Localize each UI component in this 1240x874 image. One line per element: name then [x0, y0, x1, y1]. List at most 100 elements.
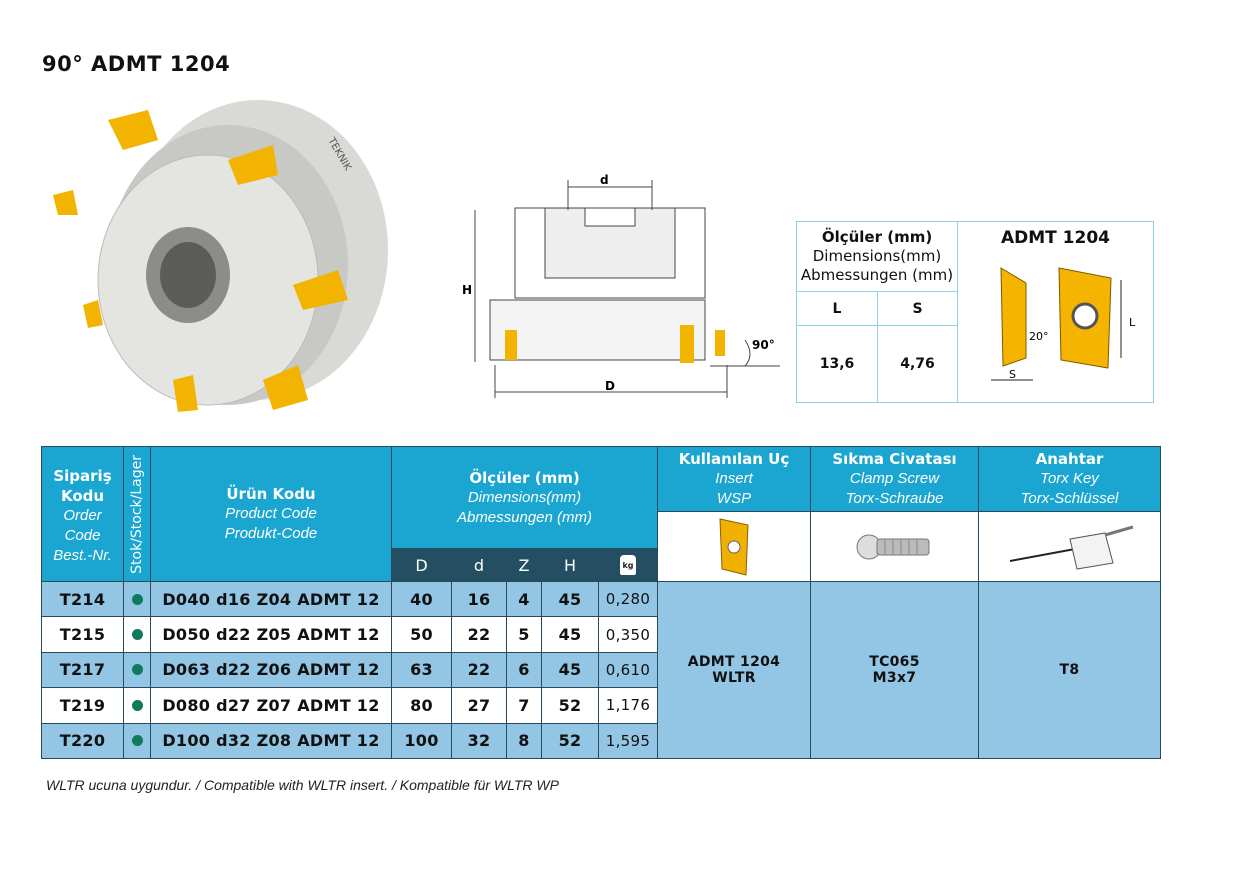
- clamp-value-1: TC065: [869, 654, 920, 670]
- cell-D: 40: [391, 581, 452, 618]
- header-clamp-screw: Sıkma Civatası Clamp Screw Torx-Schraube: [810, 446, 979, 512]
- in-stock-dot-icon: [131, 664, 143, 676]
- dims-tr: Ölçüler (mm): [469, 468, 580, 487]
- spec-S-value: 4,76: [877, 325, 958, 403]
- cell-code: T217: [41, 651, 124, 689]
- in-stock-dot-icon: [131, 699, 143, 711]
- header-product-code: Ürün Kodu Product Code Produkt-Code: [150, 446, 392, 582]
- header-torx-key: Anahtar Torx Key Torx-Schlüssel: [978, 446, 1161, 512]
- cell-code: T219: [41, 687, 124, 724]
- spec-heading-de: Abmessungen (mm): [800, 266, 954, 284]
- cell-kg: 0,280: [598, 581, 658, 618]
- dim-d-label: d: [600, 173, 609, 187]
- product-tr: Ürün Kodu: [226, 485, 316, 503]
- stock-indicator: [123, 722, 151, 759]
- spec-insert-title: ADMT 1204: [1000, 228, 1110, 248]
- dims-de: Abmessungen (mm): [456, 508, 593, 526]
- order-tr-2: Kodu: [60, 487, 105, 505]
- stock-indicator: [123, 616, 151, 653]
- header-order-code: Sipariş Kodu Order Code Best.-Nr.: [41, 446, 124, 582]
- cell-H: 45: [541, 616, 599, 653]
- key-tr: Anahtar: [1035, 450, 1104, 468]
- header-insert: Kullanılan Uç Insert WSP: [657, 446, 811, 512]
- cell-Z: 5: [506, 616, 542, 653]
- cell-kg: 1,176: [598, 687, 658, 724]
- product-en: Product Code: [225, 505, 317, 522]
- stock-label: Stok/Stock/Lager: [129, 454, 145, 574]
- cell-d: 27: [451, 687, 507, 724]
- spec-S-header: S: [877, 291, 958, 326]
- cell-code: T215: [41, 616, 124, 653]
- weight-icon: kg: [620, 555, 636, 575]
- key-en: Torx Key: [1040, 470, 1099, 487]
- spec-L-header: L: [796, 291, 878, 326]
- angle-label: 90°: [752, 338, 775, 352]
- cell-d: 22: [451, 651, 507, 689]
- cell-product: D063 d22 Z06 ADMT 12: [150, 651, 392, 689]
- insert-de: WSP: [716, 490, 752, 507]
- key-de: Torx-Schlüssel: [1020, 490, 1119, 507]
- stock-indicator: [123, 687, 151, 724]
- clamp-de: Torx-Schraube: [845, 490, 944, 507]
- spec-heading-en: Dimensions(mm): [812, 247, 942, 265]
- order-tr-1: Sipariş: [53, 467, 112, 485]
- in-stock-dot-icon: [131, 593, 143, 605]
- key-value: T8: [978, 581, 1161, 759]
- cell-H: 52: [541, 722, 599, 759]
- cell-H: 45: [541, 581, 599, 618]
- clamp-value-2: M3x7: [872, 670, 917, 686]
- order-en-2: Code: [64, 527, 101, 544]
- insert-L-label: L: [1129, 316, 1136, 329]
- insert-image-cell: [657, 511, 811, 582]
- stock-indicator: [123, 651, 151, 689]
- cell-Z: 7: [506, 687, 542, 724]
- cell-d: 32: [451, 722, 507, 759]
- cell-D: 100: [391, 722, 452, 759]
- header-stock: Stok/Stock/Lager: [123, 446, 151, 582]
- cell-Z: 8: [506, 722, 542, 759]
- spec-heading: Ölçüler (mm): [821, 228, 933, 246]
- screw-image-cell: [810, 511, 979, 582]
- insert-value-2: WLTR: [712, 670, 756, 686]
- cell-D: 63: [391, 651, 452, 689]
- page-title: 90° ADMT 1204: [42, 52, 231, 76]
- header-D: D: [391, 548, 452, 582]
- in-stock-dot-icon: [131, 629, 143, 641]
- cell-product: D050 d22 Z05 ADMT 12: [150, 616, 392, 653]
- clamp-tr: Sıkma Civatası: [832, 450, 957, 468]
- insert-diagram: L 20° S: [990, 267, 1136, 381]
- cell-Z: 6: [506, 651, 542, 689]
- in-stock-dot-icon: [131, 735, 143, 747]
- header-weight: kg: [598, 548, 658, 582]
- cell-code: T220: [41, 722, 124, 759]
- product-de: Produkt-Code: [224, 525, 318, 542]
- dims-en: Dimensions(mm): [467, 488, 582, 506]
- insert-en: Insert: [715, 470, 753, 487]
- key-image-cell: [978, 511, 1161, 582]
- cell-d: 16: [451, 581, 507, 618]
- technical-drawing: d H D 90°: [462, 173, 780, 398]
- header-dimensions: Ölçüler (mm) Dimensions(mm) Abmessungen …: [391, 446, 658, 549]
- order-en-1: Order: [63, 507, 102, 524]
- cell-kg: 0,350: [598, 616, 658, 653]
- insert-value: ADMT 1204 WLTR: [657, 581, 811, 759]
- dim-D-label: D: [605, 379, 615, 393]
- insert-icon: [719, 517, 749, 576]
- cell-H: 52: [541, 687, 599, 724]
- spec-L-value: 13,6: [796, 325, 878, 403]
- insert-S-label: S: [1009, 368, 1016, 381]
- torx-key-icon: [1009, 525, 1133, 570]
- dim-H-label: H: [462, 283, 472, 297]
- cell-D: 50: [391, 616, 452, 653]
- cell-product: D080 d27 Z07 ADMT 12: [150, 687, 392, 724]
- cell-d: 22: [451, 616, 507, 653]
- cell-D: 80: [391, 687, 452, 724]
- order-de: Best.-Nr.: [53, 547, 112, 564]
- insert-tr: Kullanılan Uç: [678, 450, 790, 468]
- cell-H: 45: [541, 651, 599, 689]
- cell-Z: 4: [506, 581, 542, 618]
- clamp-en: Clamp Screw: [849, 470, 940, 487]
- header-d: d: [451, 548, 507, 582]
- screw-icon: [856, 534, 929, 559]
- clamp-value: TC065 M3x7: [810, 581, 979, 759]
